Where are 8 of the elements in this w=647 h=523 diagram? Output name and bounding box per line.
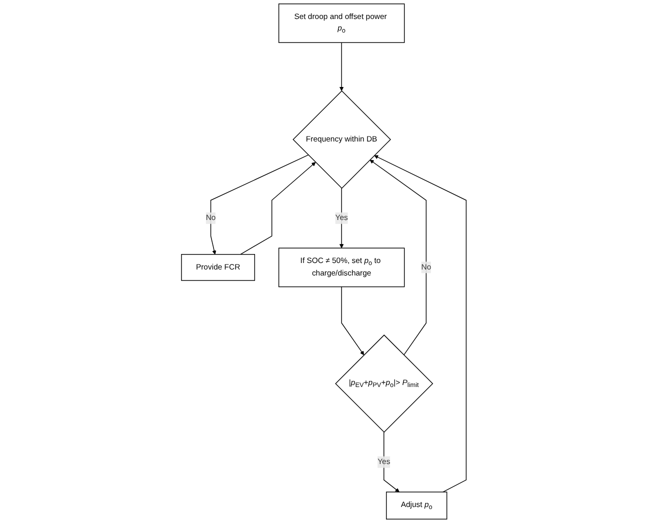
arrow [340,286,364,356]
arrow [339,42,344,92]
arrow [374,155,466,492]
arrow [369,160,426,356]
arrow [210,154,308,255]
arrow [383,432,400,492]
arrow [339,188,344,248]
arrow [240,162,316,255]
